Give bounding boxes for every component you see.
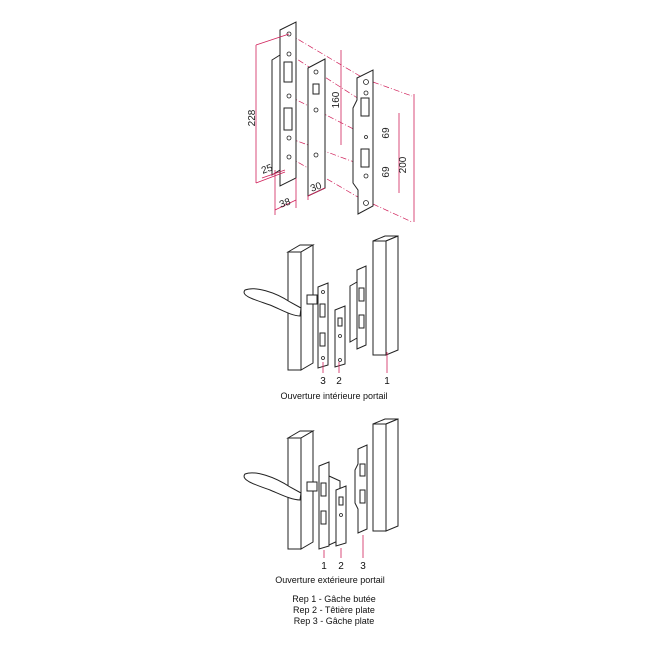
plate-flat-strike (352, 69, 374, 215)
dim-69-lower: 69 (381, 166, 392, 178)
alignment-lines (288, 33, 413, 223)
dim-30: 30 (309, 180, 324, 194)
dimension-lines (255, 33, 415, 222)
parts-legend: Rep 1 - Gâche butée Rep 2 - Têtière plat… (292, 594, 376, 626)
pointer-arrows (323, 535, 364, 558)
latch-bolt (306, 481, 318, 492)
part-1-stop-strike (349, 265, 367, 350)
door-handle (243, 288, 302, 317)
legend-item-1: Rep 1 - Gâche butée (292, 594, 376, 604)
gate-post-right (372, 418, 399, 532)
part-2-faceplate (334, 305, 346, 368)
gate-post-right (372, 235, 399, 356)
part-2-faceplate (335, 485, 347, 547)
dim-25: 25 (260, 162, 275, 176)
label-3: 3 (320, 376, 326, 387)
door-handle (243, 472, 302, 501)
label-3: 3 (360, 561, 366, 572)
latch-bolt (306, 294, 318, 305)
dim-200: 200 (398, 156, 409, 173)
plate-faceplate (307, 58, 326, 197)
dim-69-upper: 69 (381, 127, 392, 139)
pointer-arrows (322, 352, 388, 373)
exterior-opening-diagram: 1 2 3 Ouverture extérieure portail (243, 418, 399, 585)
plate-strike-stop (271, 21, 297, 187)
exterior-caption: Ouverture extérieure portail (275, 575, 385, 585)
interior-caption: Ouverture intérieure portail (280, 391, 387, 401)
label-2: 2 (336, 376, 342, 387)
legend-item-3: Rep 3 - Gâche plate (294, 616, 375, 626)
label-2: 2 (338, 561, 344, 572)
label-1: 1 (384, 376, 390, 387)
interior-opening-diagram: 3 2 1 Ouverture intérieure portail (243, 235, 399, 401)
label-1: 1 (321, 561, 327, 572)
dim-38: 38 (278, 196, 293, 210)
part-3-strike (317, 282, 329, 369)
legend-item-2: Rep 2 - Têtière plate (293, 605, 375, 615)
dim-228: 228 (247, 109, 258, 126)
dimension-drawing: 228 160 69 69 200 25 30 38 (247, 21, 415, 223)
dim-160: 160 (331, 91, 342, 108)
part-3-flat-strike (354, 444, 368, 534)
